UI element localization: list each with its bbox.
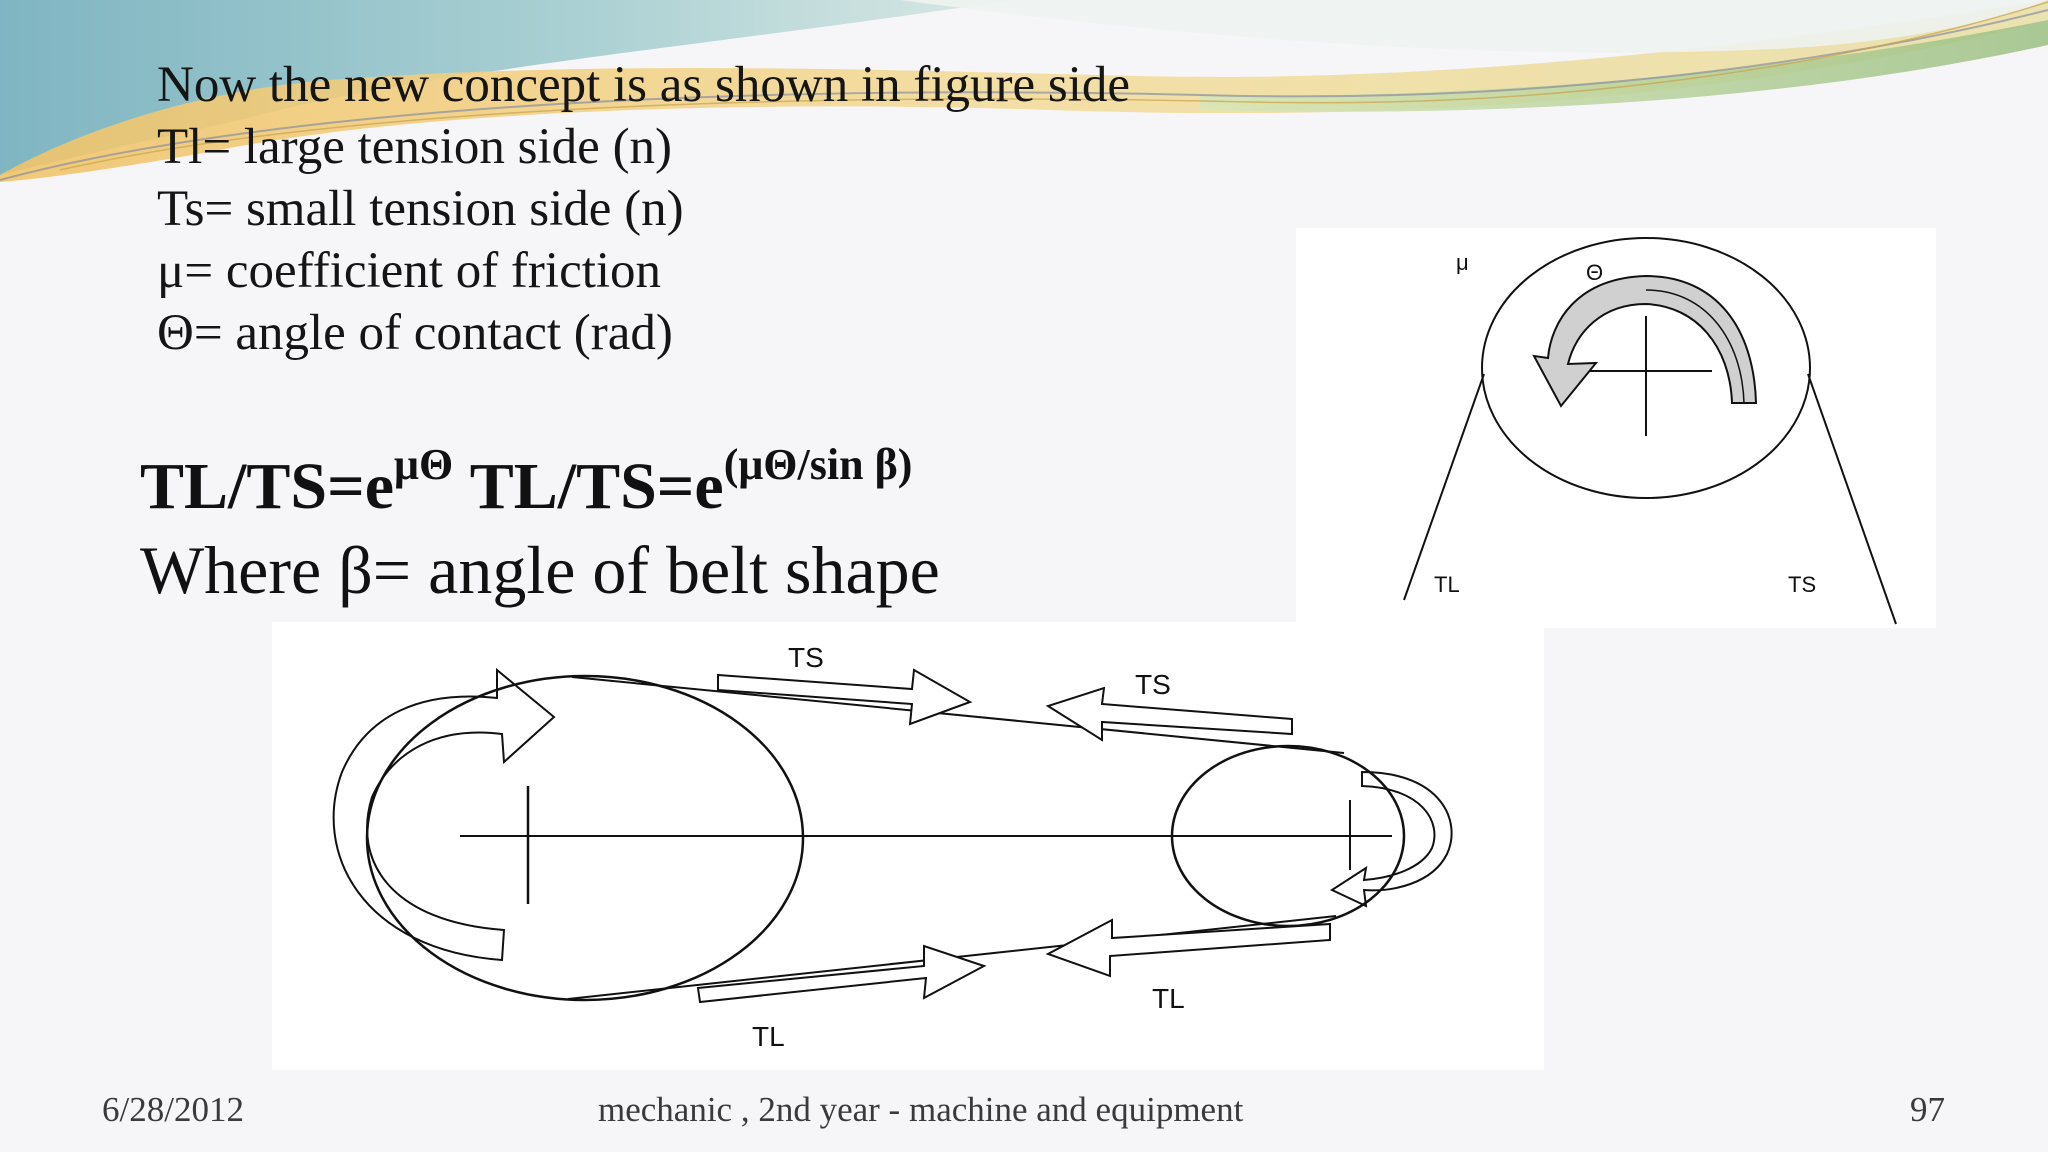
- belt-right-strand: [1807, 373, 1897, 625]
- tension-ratio-formula: TL/TS=eμΘ TL/TS=e(μΘ/sin β): [140, 443, 912, 527]
- ts-top-right-arrow: [1045, 686, 1293, 742]
- formula-part1-exponent: μΘ: [394, 440, 454, 489]
- tl-bottom-left-arrow: [696, 944, 987, 1004]
- ts-top-left-arrow: [717, 668, 973, 726]
- ts-top-left-label: TS: [788, 642, 824, 673]
- belt-top-strand: [571, 676, 1345, 754]
- definition-line-theta: Θ= angle of contact (rad): [157, 305, 673, 361]
- where-beta-line: Where β= angle of belt shape: [140, 532, 940, 608]
- contact-angle-arc-arrow: [1532, 274, 1758, 408]
- ts-top-right-label: TS: [1135, 669, 1171, 700]
- definition-line-mu: μ= coefficient of friction: [157, 243, 662, 299]
- definitions-list: Now the new concept is as shown in figur…: [157, 54, 1130, 364]
- single-pulley-diagram: μ Θ TL TS: [1403, 237, 1897, 625]
- small-pulley-rotation-arrow: [1329, 770, 1453, 908]
- theta-label: Θ: [1586, 260, 1603, 285]
- belt-left-strand: [1403, 373, 1485, 601]
- belt-drive-diagram: TS TS TL TL: [332, 642, 1453, 1052]
- single-pulley-figure-panel: μ Θ TL TS: [1296, 228, 1936, 628]
- tl-bottom-right-label: TL: [1152, 983, 1185, 1014]
- tl-bottom-right-arrow: [1045, 918, 1331, 978]
- pulley-circle: [1481, 237, 1811, 499]
- footer-page-number: 97: [1910, 1090, 1945, 1129]
- definition-line-tl: Tl= large tension side (n): [157, 119, 673, 175]
- footer-date: 6/28/2012: [102, 1090, 244, 1129]
- tl-label: TL: [1434, 572, 1460, 597]
- large-pulley-circle: [365, 674, 805, 1002]
- tl-bottom-left-label: TL: [752, 1021, 785, 1052]
- mu-label: μ: [1456, 250, 1469, 275]
- ts-label: TS: [1788, 572, 1816, 597]
- definition-line-intro: Now the new concept is as shown in figur…: [157, 57, 1131, 113]
- belt-drive-figure-panel: TS TS TL TL: [272, 622, 1544, 1070]
- definition-line-ts: Ts= small tension side (n): [157, 181, 684, 237]
- large-pulley-rotation-arrow: [332, 667, 556, 962]
- footer-course-title: mechanic , 2nd year - machine and equipm…: [598, 1090, 1244, 1129]
- formula-part2-base: TL/TS=e: [469, 450, 724, 523]
- formula-part2-exponent: (μΘ/sin β): [723, 440, 913, 489]
- formula-part1-base: TL/TS=e: [140, 450, 395, 523]
